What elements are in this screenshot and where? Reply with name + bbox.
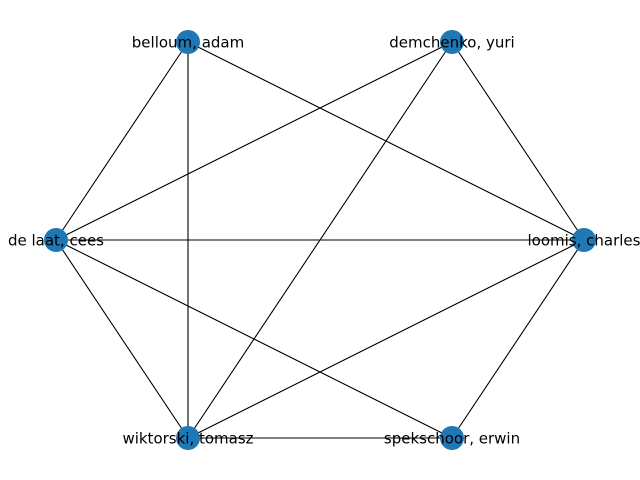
node-demchenko	[440, 30, 464, 54]
edge-loomis-wiktorski	[187, 239, 585, 439]
node-delaat	[44, 228, 68, 252]
node-label-loomis: loomis, charles	[528, 232, 640, 250]
node-label-wiktorski: wiktorski, tomasz	[122, 430, 253, 448]
node-loomis	[572, 228, 596, 252]
node-belloum	[176, 30, 200, 54]
edge-loomis-spekschoor	[451, 239, 585, 439]
labels-layer: belloum, adam demchenko, yuri de laat, cee…	[8, 34, 640, 448]
nodes-layer	[44, 30, 596, 450]
edge-belloum-delaat	[55, 41, 189, 241]
node-label-demchenko: demchenko, yuri	[389, 34, 514, 52]
edge-delaat-wiktorski	[55, 239, 189, 439]
edge-demchenko-delaat	[55, 41, 453, 241]
edge-demchenko-loomis	[451, 41, 585, 241]
edges-layer	[55, 41, 585, 439]
node-label-delaat: de laat, cees	[8, 232, 104, 250]
node-wiktorski	[176, 426, 200, 450]
node-label-spekschoor: spekschoor, erwin	[384, 430, 520, 448]
node-label-belloum: belloum, adam	[132, 34, 244, 52]
edge-delaat-spekschoor	[55, 239, 453, 439]
node-spekschoor	[440, 426, 464, 450]
